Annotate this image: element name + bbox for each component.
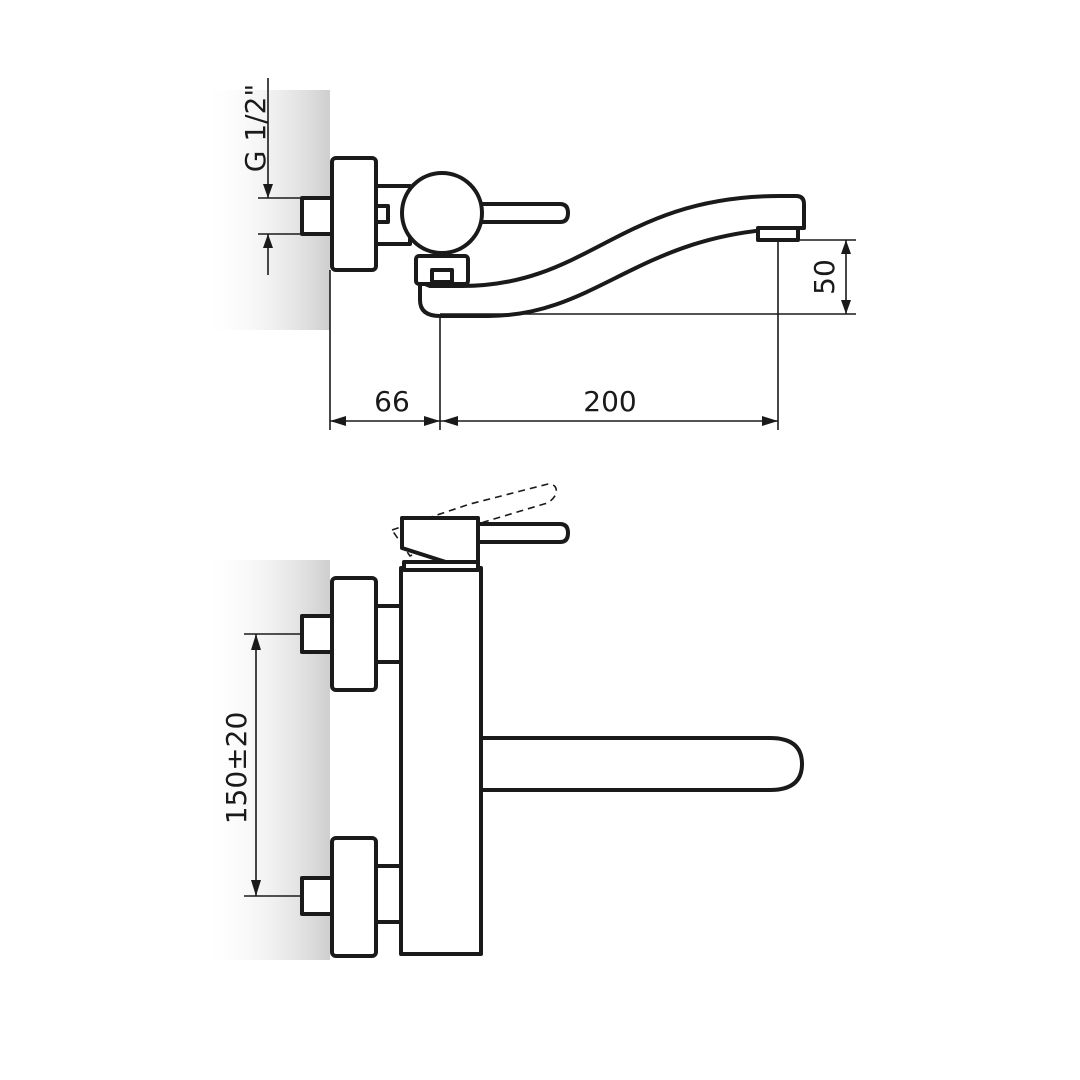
- thread-dimension: G 1/2": [239, 78, 300, 275]
- spout-front: [476, 736, 804, 792]
- upper-wall-flange: [330, 576, 378, 692]
- spacing-arrow-lower: [251, 880, 261, 896]
- spout-height-label: 50: [808, 259, 841, 295]
- swivel-base-detail: [430, 268, 454, 284]
- inlet-stub-top: [300, 196, 336, 236]
- lower-wall-flange: [330, 836, 378, 958]
- front-elevation-view: 150±20: [200, 483, 804, 960]
- thread-arrow-lower: [263, 234, 273, 248]
- reach-arrow-mid-right: [442, 416, 458, 426]
- spout-reach-label: 200: [583, 385, 636, 418]
- reach-arrow-wall: [330, 416, 346, 426]
- thread-arrow-upper: [263, 184, 273, 198]
- lever-raised-outline: [390, 483, 558, 558]
- cartridge-body-top: [400, 171, 484, 255]
- reach-dimensions: 66 200: [330, 240, 779, 430]
- side-elevation-view: G 1/2" 66 200 50: [200, 78, 856, 430]
- inlet-spacing-label: 150±20: [220, 712, 253, 825]
- spout-height-arrow-upper: [841, 240, 851, 254]
- body-cap-front: [402, 560, 480, 572]
- lower-inlet-stub: [300, 876, 336, 916]
- spout-side: [418, 194, 806, 318]
- lever-handle-front: [474, 522, 570, 544]
- connector-nut-top: [374, 204, 390, 224]
- aerator-top: [756, 226, 800, 242]
- lever-head-front: [400, 516, 480, 566]
- spacing-arrow-upper: [251, 634, 261, 650]
- wall-to-spout-label: 66: [374, 385, 410, 418]
- lever-handle-top: [472, 202, 570, 224]
- inlet-spacing-dimension: 150±20: [220, 633, 300, 897]
- upper-inlet-stub: [300, 614, 336, 654]
- spout-height-arrow-lower: [841, 300, 851, 314]
- thread-size-label: G 1/2": [239, 84, 272, 173]
- spout-height-dimension: 50: [440, 239, 856, 315]
- mixer-body-front: [399, 566, 483, 956]
- reach-arrow-end: [762, 416, 778, 426]
- reach-arrow-mid-left: [424, 416, 440, 426]
- wall-flange-top: [330, 156, 378, 272]
